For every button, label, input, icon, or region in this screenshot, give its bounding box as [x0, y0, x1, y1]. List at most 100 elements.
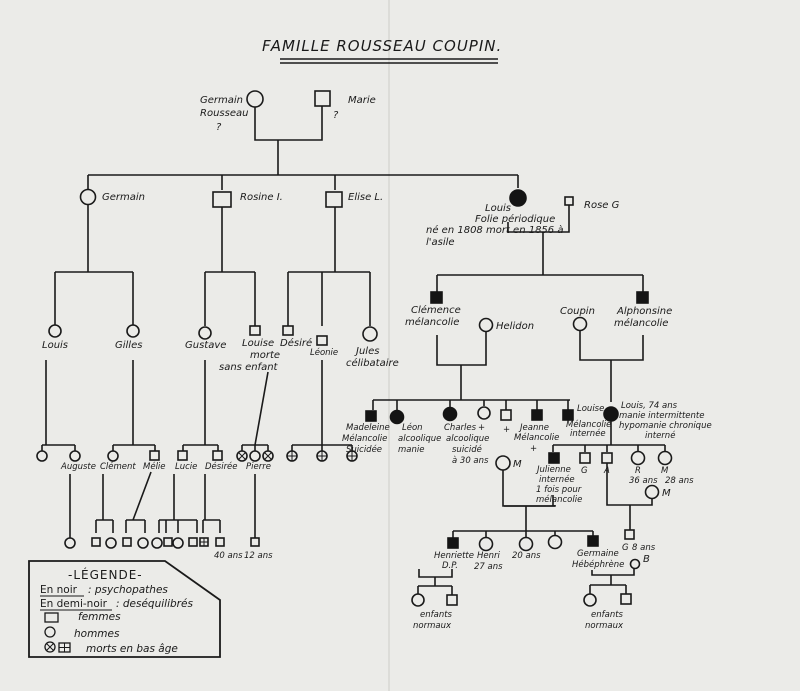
- gen4-madeleine-symbol: [365, 410, 377, 422]
- gen7-right-child-1: [583, 593, 597, 607]
- gen5-m-spouse-symbol: [495, 455, 511, 471]
- legend-black-label: En noir: [40, 584, 78, 596]
- gen1-father-mark: ?: [216, 122, 222, 133]
- gen5-m2-spouse-symbol: [644, 484, 660, 500]
- gen2-louis-note-3: l'asile: [426, 237, 455, 248]
- gen4-melie-name: Mélie: [143, 461, 166, 472]
- gen7-left-child-1: [411, 593, 425, 607]
- gen6-henri-age: 27 ans: [474, 562, 503, 572]
- legend-square-icon: [44, 612, 59, 623]
- gen2-louis-name: Louis: [485, 203, 511, 214]
- gen4-auguste-symbol: [69, 450, 81, 462]
- gen6-child-3-symbol: [518, 536, 534, 552]
- gen2-rosine-name: Rosine I.: [240, 192, 283, 203]
- gen5-g-symbol: [579, 452, 591, 464]
- gen1-father-symbol: [246, 90, 264, 108]
- gen5-left-child-7: [163, 537, 173, 547]
- gen4-louise-symbol: [562, 409, 574, 421]
- gen4-charles-note-3: à 30 ans: [452, 456, 489, 466]
- gen5-g-name: G: [581, 466, 588, 476]
- gen4-sibling-4-symbol: [477, 406, 491, 420]
- gen4-pierre-symbol: [249, 450, 261, 462]
- gen3-coupin-symbol: [572, 316, 588, 332]
- gen3-clemence-name: Clémence: [411, 304, 461, 316]
- gen5-left-child-2: [91, 537, 101, 547]
- legend-black-desc: : psychopathes: [88, 584, 168, 596]
- gen5-r-symbol: [630, 450, 646, 466]
- gen4-madeleine-note-2: Suicidée: [346, 444, 382, 455]
- gen4-dead-child-1: [236, 450, 248, 462]
- gen4-madeleine-note-1: Mélancolie: [342, 433, 387, 444]
- gen5-julienne-note-3: mélancolie: [536, 494, 582, 505]
- gen3-helidon-symbol: [478, 317, 494, 333]
- gen4-dead-child-2: [262, 450, 274, 462]
- gen4-dead-child-5: [346, 450, 358, 462]
- gen2-louis-note-1: Folie périodique: [475, 213, 555, 225]
- gen3-gilles-name: Gilles: [115, 340, 142, 351]
- gen4-charles-note-2: suicidé: [452, 444, 482, 455]
- gen5-julienne-name: Julienne: [535, 465, 571, 475]
- gen6-henri-name: Henri: [477, 551, 501, 561]
- gen3-gustave-name: Gustave: [185, 340, 226, 351]
- gen6-right-sibling-lines: [452, 525, 594, 538]
- gen7-right-lines: [589, 568, 635, 594]
- gen4-louis-note-3: interné: [645, 430, 675, 441]
- gen3-alphonsine-symbol: [636, 291, 649, 304]
- gen6-g-name: G: [622, 543, 629, 553]
- gen4-leon-note-1: alcoolique: [398, 434, 441, 444]
- gen4-leon-name: Léon: [402, 422, 423, 433]
- gen3-right-lines: [372, 331, 644, 410]
- gen4-clement-symbol: [107, 450, 119, 462]
- gen4-jeanne-name: Jeanne: [518, 423, 549, 433]
- gen2-rose-symbol: [564, 196, 574, 206]
- gen7-left-lines: [417, 569, 453, 595]
- gen3-louise-note-2: sans enfant: [219, 362, 279, 373]
- gen4-left-sibling-lines: [41, 371, 353, 452]
- gen3-leonie-name: Léonie: [310, 347, 338, 358]
- gen1-father-name-1: Germain: [200, 95, 243, 106]
- gen6-henri-symbol: [478, 536, 494, 552]
- gen3-alphonsine-name: Alphonsine: [616, 306, 672, 317]
- gen5-left-child-12: [250, 537, 260, 547]
- gen4-left-child-1: [36, 450, 48, 462]
- gen3-louise-note-1: morte: [250, 350, 280, 361]
- legend-dead-circle-icon: [44, 641, 56, 653]
- gen5-left-child-11: [215, 537, 225, 547]
- gen1-mother-mark: ?: [333, 110, 339, 121]
- gen4-louis-name: Louis, 74 ans: [621, 401, 678, 411]
- gen6-germaine-name: Germaine: [577, 549, 619, 559]
- gen4-leon-symbol: [389, 409, 405, 425]
- gen5-r-age: 36 ans: [629, 476, 658, 486]
- gen3-desire-symbol: [282, 325, 294, 336]
- gen6-child-4-symbol: [547, 534, 563, 550]
- legend-half-label: En demi-noir: [40, 598, 108, 610]
- gen3-jules-note: célibataire: [346, 357, 399, 369]
- gen2-louis-note-2: né en 1808 mort en 1856 à: [426, 224, 563, 236]
- gen5-julienne-note-2: 1 fois pour: [536, 485, 582, 495]
- gen3-helidon-name: Helidon: [496, 321, 534, 332]
- gen5-m-spouse-name: M: [513, 459, 522, 470]
- gen4-louise-note-2: internée: [570, 428, 606, 439]
- gen2-louis-symbol: [509, 189, 527, 207]
- gen6-b-symbol: [629, 558, 641, 570]
- gen4-dead-child-4: [316, 450, 328, 462]
- gen5-left-child-8: [172, 537, 184, 549]
- gen4-auguste-name: Auguste: [60, 462, 96, 472]
- gen4-melie-symbol: [149, 450, 160, 461]
- gen4-louis-symbol: [603, 406, 619, 422]
- gen5-right-couple-lines-2: [504, 495, 555, 507]
- gen6-germaine-symbol: [587, 535, 599, 547]
- gen5-julienne-note-1: internée: [539, 474, 575, 485]
- gen3-left-drop-lines: [45, 360, 323, 445]
- page-fold: [388, 0, 390, 691]
- gen4-jeanne-note-1: Mélancolie: [514, 432, 559, 443]
- gen4-louise-name: Louise: [577, 404, 604, 414]
- gen4-louis-note-2: hypomanie chronique: [619, 421, 712, 431]
- gen2-right-lines: [436, 205, 644, 292]
- gen5-left-child-5: [137, 537, 149, 549]
- gen4-sibling-5-mark: +: [503, 425, 510, 435]
- gen3-louis-symbol: [48, 324, 62, 338]
- legend-square-label: femmes: [78, 611, 121, 623]
- page-title: FAMILLE ROUSSEAU COUPIN.: [262, 37, 502, 55]
